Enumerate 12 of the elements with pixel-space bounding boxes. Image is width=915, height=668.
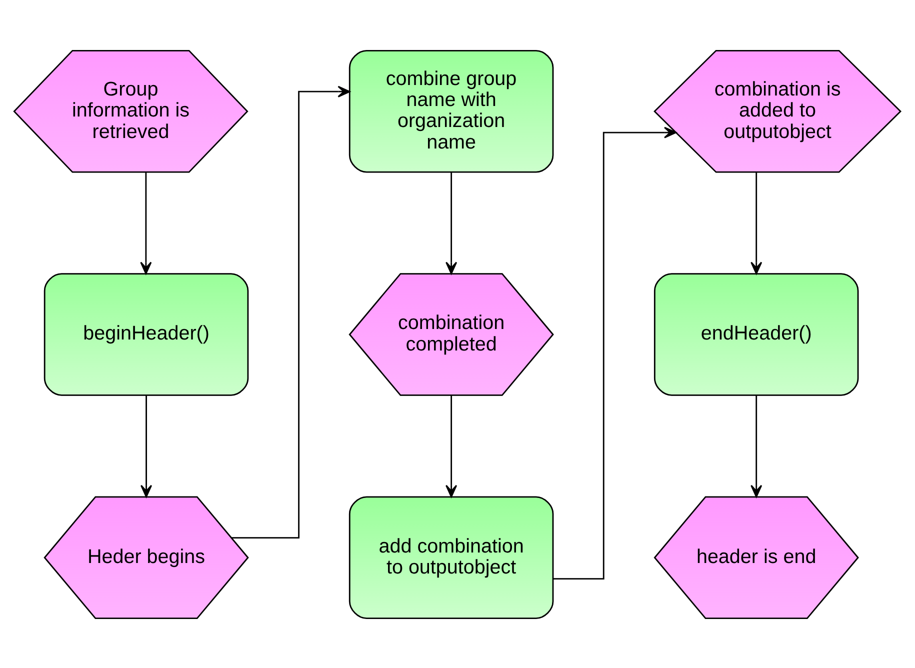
node-box: combine group name with organization name: [348, 49, 554, 172]
node-box: add combination to outputobject: [348, 496, 554, 619]
arrow: [231, 85, 350, 538]
arrow: [553, 126, 677, 580]
arrow: [446, 172, 458, 274]
arrow: [140, 172, 152, 274]
node-box: beginHeader(): [44, 272, 249, 396]
arrow: [750, 172, 762, 274]
node-box: endHeader(): [654, 272, 859, 396]
arrow: [446, 394, 458, 497]
arrow: [140, 394, 152, 497]
arrow: [750, 394, 762, 497]
